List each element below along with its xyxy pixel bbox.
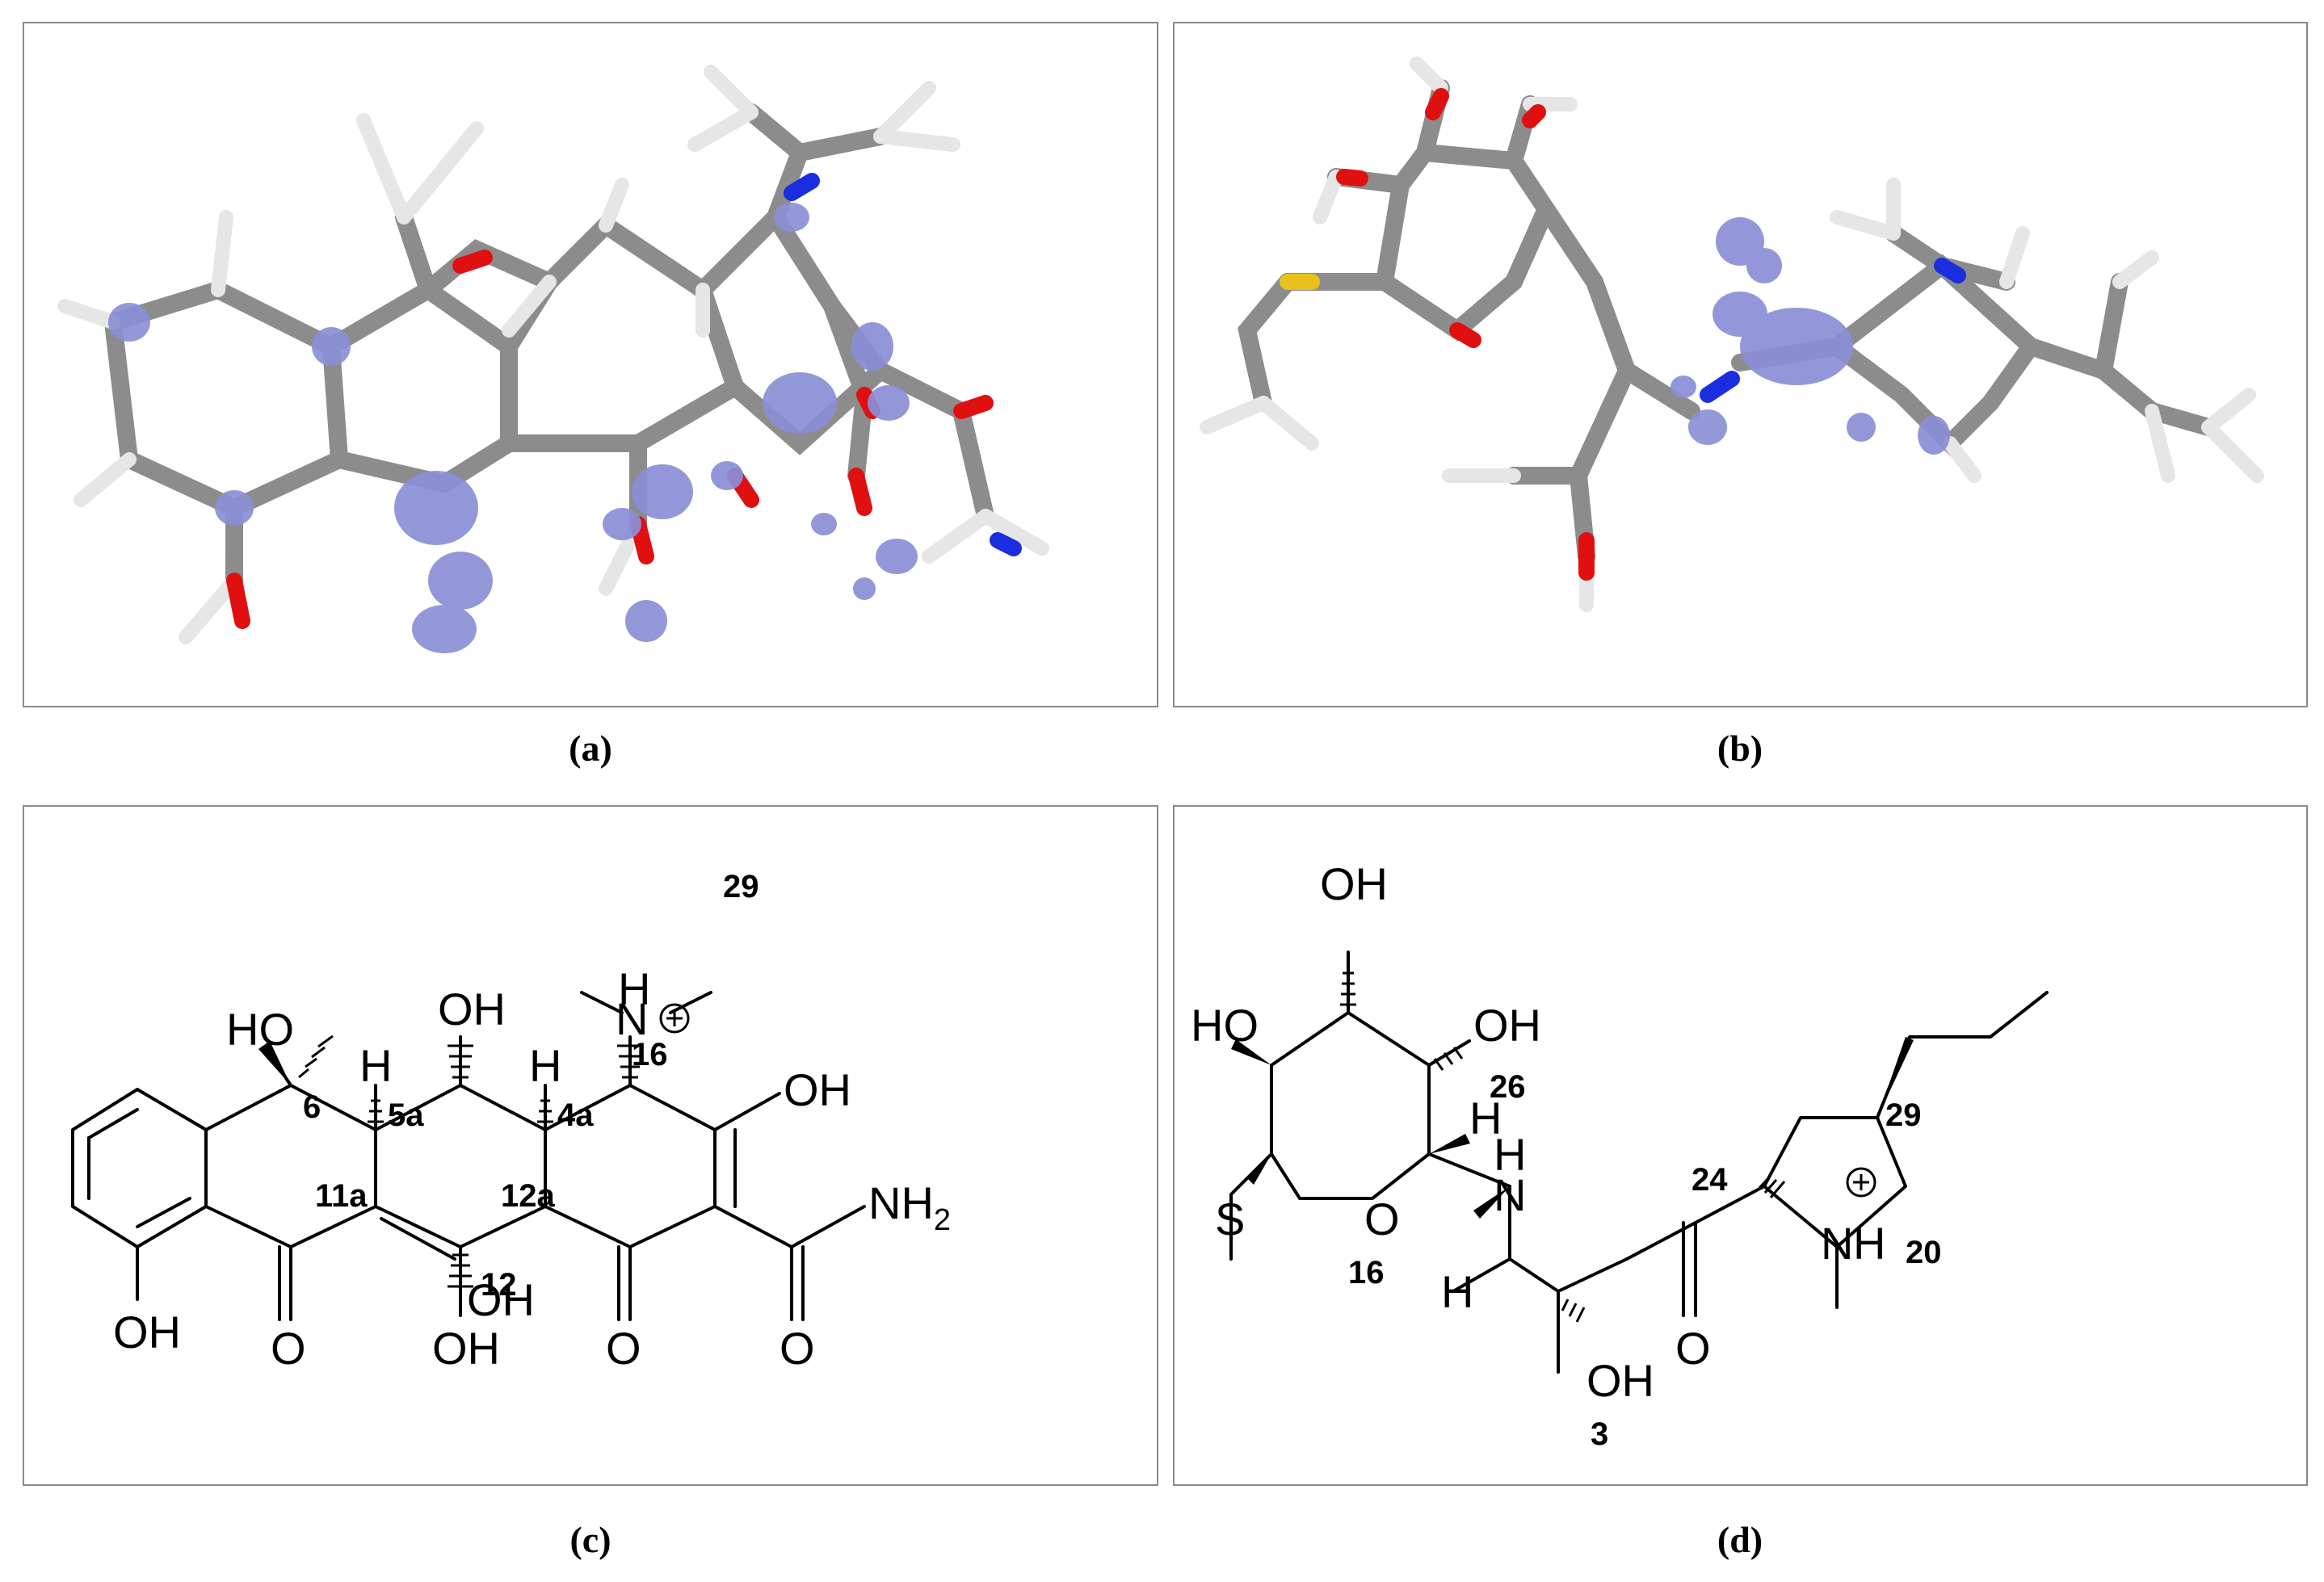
atom-number-20: 20 [1906,1235,1942,1270]
label-n-h: H [618,963,650,1014]
atom-number-12a: 12a [501,1178,555,1214]
label-ho-6: HO [226,1004,294,1055]
label-h-5a: H [359,1040,392,1091]
label-nh-h: H [1494,1129,1526,1180]
label-s: S [1215,1194,1245,1244]
positive-charge-icon [659,1003,690,1034]
atom-number-29: 29 [1885,1097,1922,1133]
label-ho-left: HO [1191,1000,1259,1051]
label-nh-n: N [1494,1169,1526,1220]
label-o-amide: O [780,1323,815,1374]
panel-c-structure: HO OH H H H N OH NH2 OH O OH OH O O 29 1… [23,805,1158,1486]
label-n-plus: N [616,993,648,1044]
atom-number-3: 3 [1591,1416,1608,1452]
label-h-chain: H [1441,1266,1473,1317]
caption-d: (d) [1717,1519,1763,1560]
atom-number-29: 29 [723,869,759,904]
atom-number-11a: 11a [315,1178,368,1214]
label-o-carbonyl: O [1675,1323,1711,1374]
atom-number-16: 16 [1348,1255,1385,1290]
label-oh-12: OH [432,1323,500,1374]
atom-number-16: 16 [632,1037,668,1072]
panel-c-formula: HO OH H H H N OH NH2 OH O OH OH O O 29 1… [71,869,951,1374]
label-h-ring: H [1469,1093,1502,1143]
atom-number-6: 6 [303,1089,321,1125]
atom-number-12: 12 [481,1267,517,1303]
panel-d-structure: OH HO OH S O H H N H O OH N H 26 24 29 1… [1173,805,2308,1486]
atom-number-24: 24 [1692,1162,1728,1198]
caption-c: (c) [569,1519,611,1560]
atom-number-5a: 5a [388,1097,424,1133]
label-oh-top: OH [1320,858,1388,909]
caption-a: (a) [569,728,612,769]
panel-b-render [1200,57,2264,612]
label-oh-bottom-left: OH [113,1307,181,1357]
label-nh-plus-n: N [1821,1218,1853,1269]
atom-number-26: 26 [1490,1069,1526,1105]
label-nh2: NH2 [868,1177,951,1237]
label-oh-bottom: OH [1586,1355,1654,1406]
label-oh-top: OH [438,984,506,1034]
label-h-4a: H [529,1040,561,1091]
panel-d-formula: OH HO OH S O H H N H O OH N H 26 24 29 1… [1191,858,2049,1452]
caption-b: (b) [1717,728,1763,769]
panel-b-3d-model [1173,22,2308,707]
atom-number-4a: 4a [557,1097,594,1133]
label-oh-right: OH [1473,1000,1541,1051]
label-oh-12a: OH [467,1274,535,1325]
label-o-11: O [271,1323,306,1374]
label-nh-plus-h: H [1853,1218,1885,1269]
panel-a-render [57,65,1049,653]
positive-charge-icon [1846,1167,1876,1198]
panel-a-3d-model [23,22,1158,707]
label-o-1: O [606,1323,641,1374]
label-o-ring: O [1364,1194,1400,1244]
label-oh-right: OH [784,1064,851,1115]
